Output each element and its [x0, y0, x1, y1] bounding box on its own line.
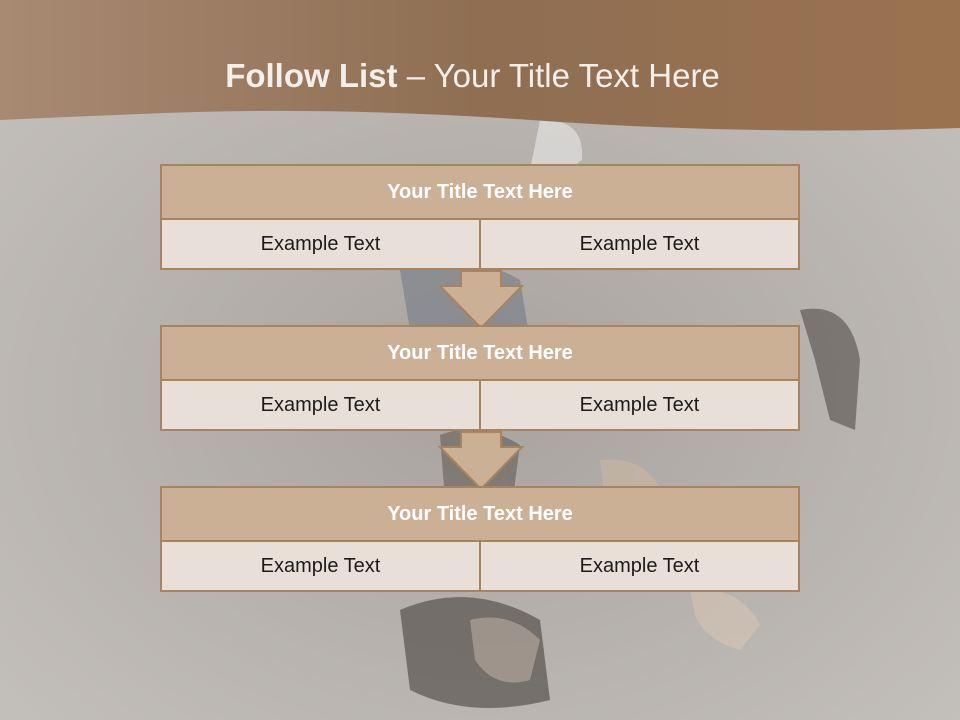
slide-title: Follow List – Your Title Text Here [0, 52, 945, 100]
block-cell-right: Example Text [479, 542, 800, 592]
block-cell-left: Example Text [160, 220, 481, 270]
follow-list-block-2: Your Title Text Here Example Text Exampl… [160, 325, 800, 431]
block-cell-right: Example Text [479, 381, 800, 431]
block-title: Your Title Text Here [160, 164, 800, 220]
block-cell-right: Example Text [479, 220, 800, 270]
slide-title-bold: Follow List [225, 57, 398, 94]
block-row: Example Text Example Text [160, 542, 800, 592]
block-cell-left: Example Text [160, 542, 481, 592]
slide-title-rest: – Your Title Text Here [397, 57, 720, 94]
down-arrow-icon [438, 270, 524, 330]
block-row: Example Text Example Text [160, 381, 800, 431]
block-title: Your Title Text Here [160, 325, 800, 381]
block-title: Your Title Text Here [160, 486, 800, 542]
block-cell-left: Example Text [160, 381, 481, 431]
block-row: Example Text Example Text [160, 220, 800, 270]
header-band [0, 0, 960, 131]
down-arrow-icon [438, 431, 524, 491]
follow-list-block-1: Your Title Text Here Example Text Exampl… [160, 164, 800, 270]
follow-list-block-3: Your Title Text Here Example Text Exampl… [160, 486, 800, 592]
